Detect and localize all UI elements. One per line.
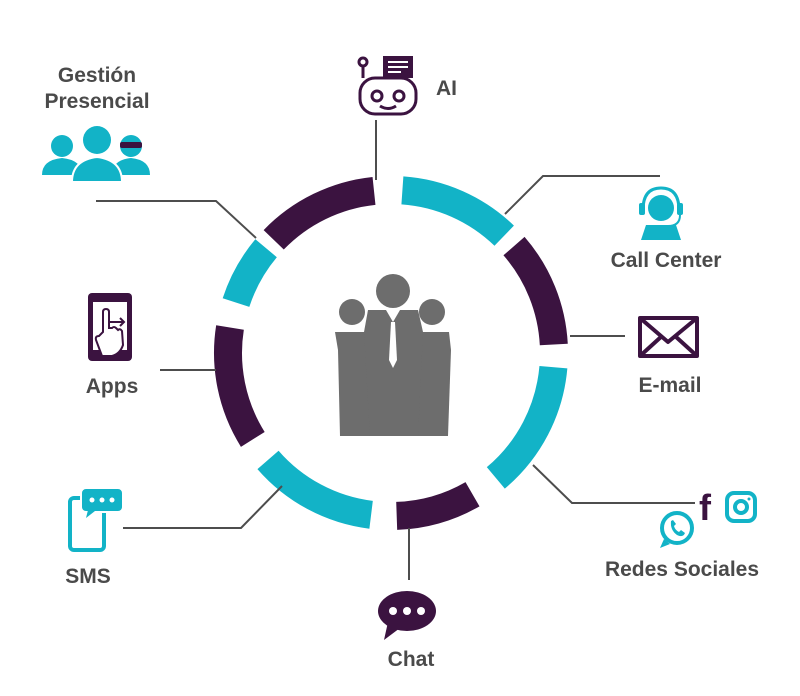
envelope-icon <box>638 316 699 358</box>
phone-message-icon <box>68 487 124 552</box>
apps-label: Apps <box>85 375 139 398</box>
ring-segment-apps <box>214 325 265 447</box>
robot-icon <box>357 56 418 116</box>
connector-gestion-presencial <box>96 200 257 239</box>
chat-label: Chat <box>387 648 435 671</box>
chat-bubble-icon <box>378 591 436 640</box>
ring-segment-chat <box>395 481 480 530</box>
people-group-icon <box>42 126 150 183</box>
ai-label: AI <box>436 77 457 100</box>
tablet-touch-icon <box>88 293 132 361</box>
facebook-icon: f <box>699 487 712 528</box>
headset-agent-icon <box>639 186 683 240</box>
email-label: E-mail <box>638 374 702 397</box>
ring-segment-sms <box>257 450 374 529</box>
ring-segment-ai <box>263 176 376 250</box>
ring-segment-gestion-presencial <box>222 239 278 308</box>
ring-segment-call-center <box>401 176 514 247</box>
redes-sociales-label: Redes Sociales <box>604 558 760 581</box>
social-media-icon: f <box>660 487 757 548</box>
connector-lines <box>96 120 695 580</box>
whatsapp-icon <box>660 511 694 548</box>
instagram-icon <box>725 491 757 523</box>
gestion-presencial-label-line2: Presencial <box>44 90 150 113</box>
ring-segment-redes-sociales <box>486 365 568 489</box>
connector-call-center <box>504 175 660 215</box>
call-center-label: Call Center <box>610 249 722 272</box>
sms-label: SMS <box>65 565 111 588</box>
gestion-presencial-label-line1: Gestión <box>57 64 137 87</box>
ring-segment-email <box>503 236 568 346</box>
channel-ring <box>214 176 568 530</box>
connector-redes-sociales <box>532 464 695 504</box>
business-group-icon <box>335 274 451 436</box>
connector-sms <box>123 485 283 529</box>
